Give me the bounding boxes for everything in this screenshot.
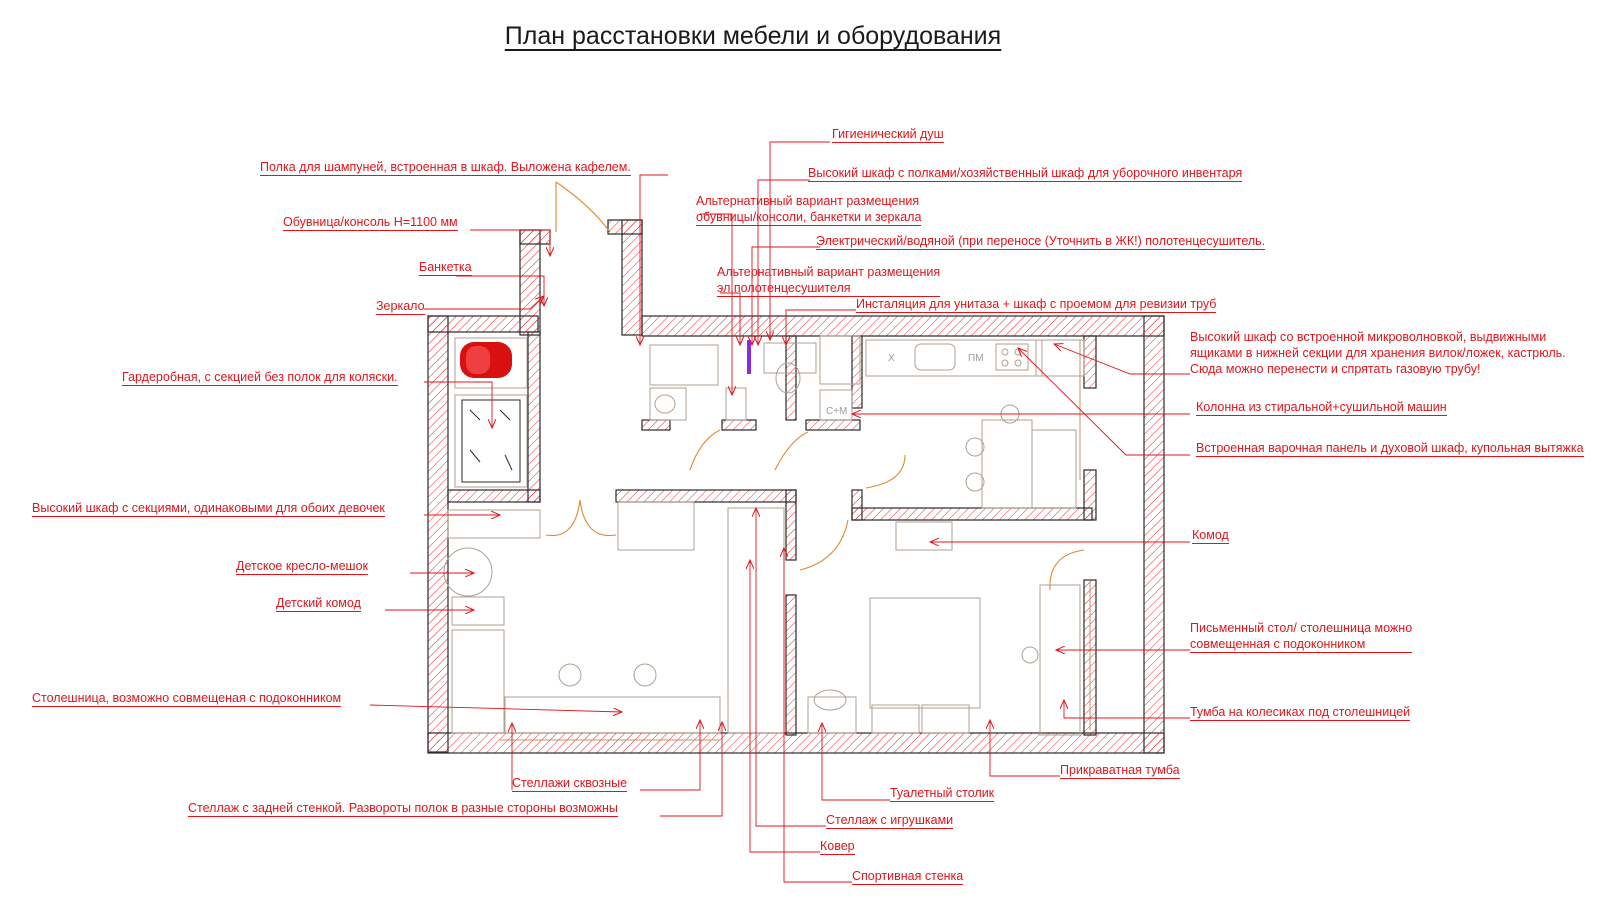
label-alt-shoe-cabinet: Альтернативный вариант размещения обувни… <box>696 194 922 226</box>
label-kids-dresser: Детский комод <box>276 596 361 612</box>
label-mobile-pedestal: Тумба на колесиках под столешницей <box>1190 705 1411 721</box>
dishwasher-mark: ПМ <box>968 353 984 364</box>
label-dresser: Комод <box>1192 528 1229 544</box>
label-shelves-through: Стеллажи сквозные <box>512 776 628 792</box>
label-countertop: Столешница, возможно совмещеная с подоко… <box>32 691 342 707</box>
label-microwave-cabinet: Высокий шкаф со встроенной микроволновко… <box>1190 330 1566 376</box>
label-desk: Письменный стол/ столешница можно совмещ… <box>1190 621 1413 653</box>
towel-dryer-icon <box>747 340 751 374</box>
walls <box>427 219 1165 754</box>
label-hob-oven: Встроенная варочная панель и духовой шка… <box>1196 441 1584 457</box>
leader-lines <box>369 141 1190 883</box>
label-towel-dryer: Электрический/водяной (при переносе (Уто… <box>816 234 1266 250</box>
kitchen-x-mark: Х <box>888 353 895 364</box>
label-toilet-installation: Инсталяция для унитаза + шкаф с проемом … <box>856 297 1217 313</box>
label-girls-cabinet: Высокий шкаф с секциями, одинаковыми для… <box>32 501 385 517</box>
door-swings <box>545 181 1085 591</box>
label-hygienic-shower: Гигиенический душ <box>832 127 944 143</box>
label-carpet: Ковер <box>820 839 855 855</box>
label-beanbag: Детское кресло-мешок <box>236 559 368 575</box>
label-shelf-backwall: Стеллаж с задней стенкой. Развороты поло… <box>188 801 618 817</box>
stroller-icon <box>460 342 512 378</box>
label-dressing-table: Туалетный столик <box>890 786 995 802</box>
page-title: План расстановки мебели и оборудования <box>504 22 1002 50</box>
washer-mark: С+М <box>826 406 847 417</box>
label-shoe-cabinet: Обувница/консоль H=1100 мм <box>283 215 458 231</box>
label-sports-wall: Спортивная стенка <box>852 869 964 885</box>
label-wardrobe: Гардеробная, с секцией без полок для кол… <box>122 370 398 386</box>
label-toy-shelf: Стеллаж с игрушками <box>826 813 954 829</box>
label-mirror: Зеркало <box>376 299 425 315</box>
label-alt-towel-dryer: Альтернативный вариант размещения эл.пол… <box>717 265 941 297</box>
furniture <box>443 335 1085 736</box>
label-bedside: Прикраватная тумба <box>1060 763 1180 779</box>
label-bench: Банкетка <box>419 260 472 276</box>
label-shampoo-shelf: Полка для шампуней, встроенная в шкаф. В… <box>260 160 631 176</box>
label-washer-column: Колонна из стиральной+сушильной машин <box>1196 400 1447 416</box>
label-tall-cabinet-cleaning: Высокий шкаф с полками/хозяйственный шка… <box>808 166 1243 182</box>
